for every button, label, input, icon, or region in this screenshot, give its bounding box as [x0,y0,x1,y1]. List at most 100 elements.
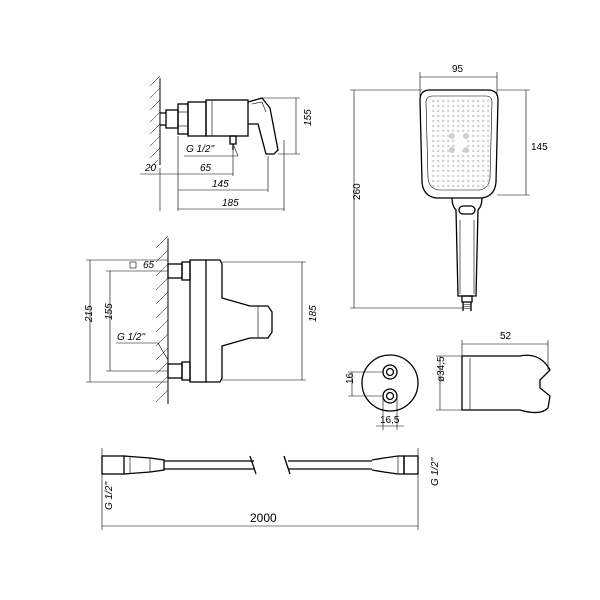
spray-dot [432,164,435,168]
spray-dot [477,129,480,133]
spray-dot [432,169,435,173]
spray-dot [477,149,480,153]
spray-dot [437,114,440,118]
spray-dot [477,179,480,183]
spray-dot [457,119,460,123]
spray-dot [482,159,485,163]
spray-dot [472,104,475,108]
spray-dot [452,144,455,148]
spray-dot [487,169,490,173]
front-total-height-label: 215 [84,305,95,323]
holder-side-view: 52 ø34,5 [436,331,551,414]
spray-dot [437,99,440,103]
spray-dot [487,184,490,188]
spray-dot [487,144,490,148]
center-nozzle [463,147,469,153]
spray-dot [462,129,465,133]
spray-dot [447,154,450,158]
spray-dot [437,134,440,138]
spray-dot [437,184,440,188]
spray-dot [477,159,480,163]
spray-dot [477,119,480,123]
mixer-side-view: G 1/2'' 155 20 65 145 185 [140,75,314,211]
front-body-height-label: 185 [308,305,319,322]
spray-dot [462,124,465,128]
spray-dot [482,109,485,113]
spray-dot [457,159,460,163]
shower-total-length-label: 260 [352,183,363,200]
spray-dot [432,154,435,158]
spray-dot [447,184,450,188]
spray-dot [452,179,455,183]
side-height-label: 155 [303,109,314,126]
spray-dot [482,179,485,183]
spray-dot [432,174,435,178]
holder-diameter-label: ø34,5 [436,356,447,382]
spray-dot [472,169,475,173]
spray-dot [477,184,480,188]
spray-dot [472,109,475,113]
spray-dot [437,154,440,158]
front-square-label: 65 [143,260,155,271]
spray-dot [457,174,460,178]
spray-dot [452,139,455,143]
spray-dot [467,184,470,188]
spray-dot [432,179,435,183]
spray-dot [487,134,490,138]
spray-dot [482,119,485,123]
spray-dot [482,144,485,148]
spray-dot [442,99,445,103]
spray-dot [442,169,445,173]
spray-dot [467,159,470,163]
spray-dot [447,134,450,138]
spray-dot [472,139,475,143]
spray-dot [477,109,480,113]
spray-dot [442,139,445,143]
spray-dot [487,129,490,133]
shower-head-length-label: 145 [531,142,548,153]
spray-dot [442,149,445,153]
spray-dot [487,104,490,108]
spray-dot [462,114,465,118]
spray-dot [432,184,435,188]
spray-dot [442,124,445,128]
spray-dot [467,164,470,168]
spray-dot [477,154,480,158]
spray-dot [487,159,490,163]
side-d185-label: 185 [222,198,239,209]
spray-dot [457,124,460,128]
spray-dot [472,164,475,168]
spray-dot [442,159,445,163]
spray-dot [462,184,465,188]
spray-dot [482,104,485,108]
spray-dot [467,109,470,113]
shower-spray-dots [432,99,490,188]
spray-dot [457,104,460,108]
spray-dot [472,144,475,148]
spray-dot [482,99,485,103]
spray-dot [432,114,435,118]
spray-dot [482,114,485,118]
spray-dot [477,99,480,103]
spray-dot [467,104,470,108]
spray-dot [452,124,455,128]
spray-dot [467,129,470,133]
spray-dot [487,149,490,153]
spray-dot [452,119,455,123]
spray-dot [442,154,445,158]
spray-dot [437,129,440,133]
spray-dot [487,114,490,118]
holder-depth-label: 52 [500,331,512,342]
spray-dot [462,174,465,178]
spray-dot [467,99,470,103]
holder-spacing-label: 16 [345,372,356,384]
spray-dot [482,154,485,158]
spray-dot [442,104,445,108]
spray-dot [452,159,455,163]
spray-dot [437,139,440,143]
spray-dot [432,139,435,143]
spray-dot [437,159,440,163]
spray-dot [447,99,450,103]
spray-dot [452,154,455,158]
spray-dot [457,114,460,118]
